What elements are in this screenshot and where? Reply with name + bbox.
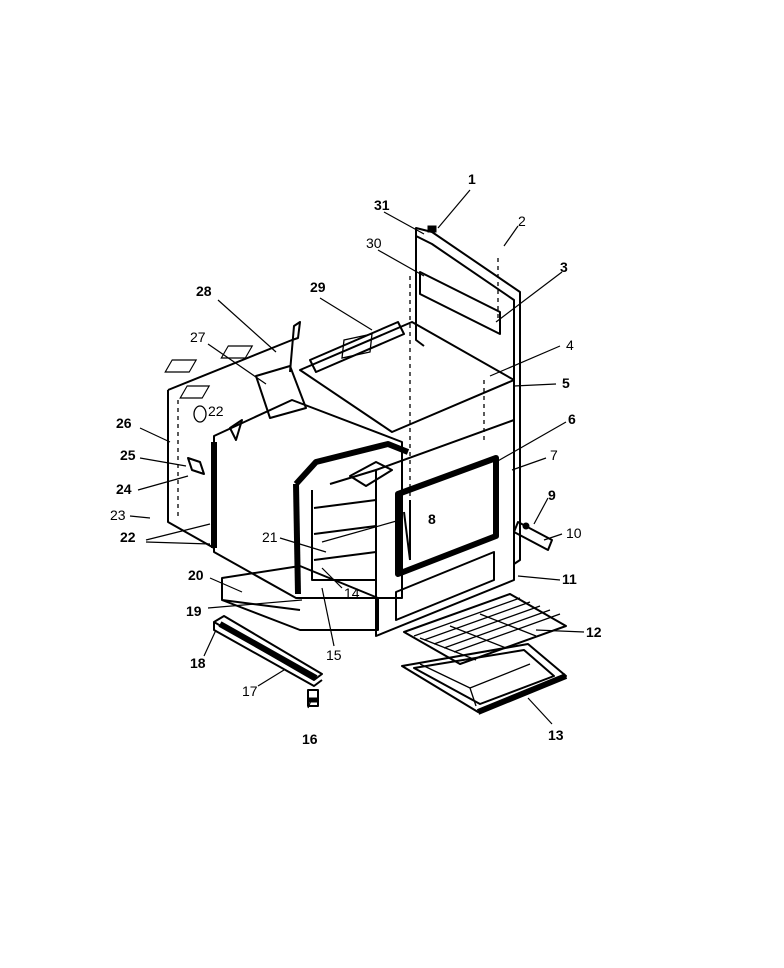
leader-lines bbox=[129, 189, 585, 725]
callout-14: 14 bbox=[344, 585, 360, 601]
callout-30: 30 bbox=[366, 235, 382, 251]
callout-11: 11 bbox=[562, 571, 577, 587]
callout-1: 1 bbox=[468, 171, 476, 187]
callout-10: 10 bbox=[566, 525, 582, 541]
kick-plate bbox=[213, 615, 323, 687]
callout-28: 28 bbox=[196, 283, 212, 299]
callout-15: 15 bbox=[326, 647, 342, 663]
callout-labels: 1 2 3 4 5 6 7 8 9 10 11 12 13 14 15 16 1… bbox=[110, 171, 602, 747]
top-panel bbox=[164, 321, 515, 520]
callout-5: 5 bbox=[562, 375, 570, 391]
callout-18: 18 bbox=[190, 655, 206, 671]
callout-31: 31 bbox=[374, 197, 390, 213]
oven-cavity bbox=[211, 399, 410, 599]
callout-24: 24 bbox=[116, 481, 132, 497]
callout-26: 26 bbox=[116, 415, 132, 431]
flue-cover bbox=[255, 365, 307, 419]
callout-16: 16 bbox=[302, 731, 318, 747]
oven-rack bbox=[403, 593, 567, 665]
callout-12: 12 bbox=[586, 624, 602, 640]
callout-22-top: 22 bbox=[208, 403, 224, 419]
left-side-panel bbox=[167, 390, 215, 549]
bottom-plate bbox=[221, 565, 379, 631]
callout-29: 29 bbox=[310, 279, 326, 295]
callout-7: 7 bbox=[550, 447, 558, 463]
callout-23: 23 bbox=[110, 507, 126, 523]
callout-6: 6 bbox=[568, 411, 576, 427]
callout-19: 19 bbox=[186, 603, 202, 619]
callout-20: 20 bbox=[188, 567, 204, 583]
callout-13: 13 bbox=[548, 727, 564, 743]
broiler-pan bbox=[401, 643, 568, 715]
callout-21: 21 bbox=[262, 529, 278, 545]
callout-2: 2 bbox=[518, 213, 526, 229]
callout-25: 25 bbox=[120, 447, 136, 463]
callout-17: 17 bbox=[242, 683, 258, 699]
callout-27: 27 bbox=[190, 329, 206, 345]
callout-9: 9 bbox=[548, 487, 556, 503]
door-hinge bbox=[513, 521, 553, 551]
callout-22-left: 22 bbox=[120, 529, 136, 545]
back-panel bbox=[409, 225, 521, 565]
leveling-leg bbox=[307, 689, 319, 707]
callout-3: 3 bbox=[560, 259, 568, 275]
oven-door bbox=[375, 419, 515, 637]
callout-8: 8 bbox=[428, 511, 436, 527]
callout-4: 4 bbox=[566, 337, 574, 353]
